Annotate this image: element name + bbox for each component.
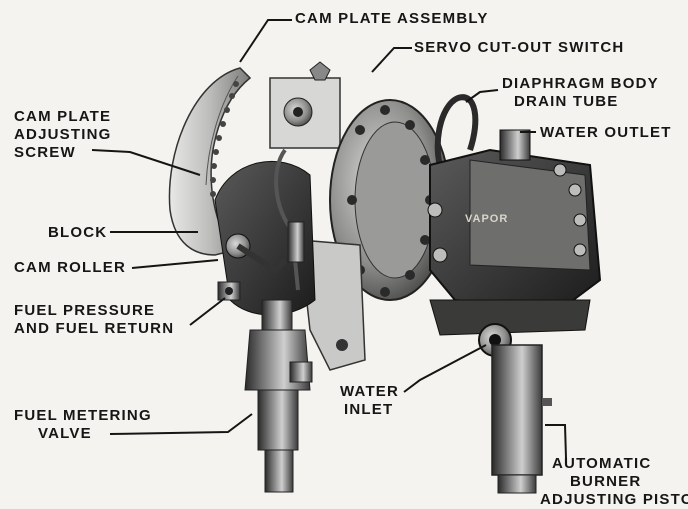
linkage-body <box>214 160 316 316</box>
drain-tube <box>434 94 479 182</box>
label-fuel-pressure-and-fuel-return: FUEL PRESSURE AND FUEL RETURN <box>14 302 175 337</box>
label-cam-plate-adjusting-screw: CAM PLATE ADJUSTING SCREW <box>14 108 112 161</box>
label-water-outlet: WATER OUTLET <box>540 124 672 141</box>
label-automatic-burner-adjusting-piston: AUTOMATIC BURNER ADJUSTING PISTON <box>540 455 688 508</box>
body-stamp: VAPOR <box>465 213 509 225</box>
fuel-metering-valve <box>244 299 313 493</box>
label-diaphragm-body-drain-tube: DIAPHRAGM BODY DRAIN TUBE <box>502 75 659 110</box>
label-block: BLOCK <box>48 224 108 241</box>
label-cam-roller: CAM ROLLER <box>14 259 126 276</box>
cam-roller <box>225 233 288 274</box>
mounting-bracket <box>299 239 366 371</box>
label-servo-cut-out-switch: SERVO CUT-OUT SWITCH <box>414 39 625 56</box>
label-water-inlet: WATER INLET <box>340 383 400 418</box>
cam-plate <box>168 67 252 256</box>
servo-switch <box>269 61 341 149</box>
fuel-fitting <box>217 281 241 301</box>
water-body <box>427 129 602 336</box>
label-cam-plate-assembly: CAM PLATE ASSEMBLY <box>295 10 489 27</box>
leader-lines <box>91 19 567 459</box>
label-fuel-metering-valve: FUEL METERING VALVE <box>14 407 152 442</box>
adjusting-piston <box>491 344 552 494</box>
